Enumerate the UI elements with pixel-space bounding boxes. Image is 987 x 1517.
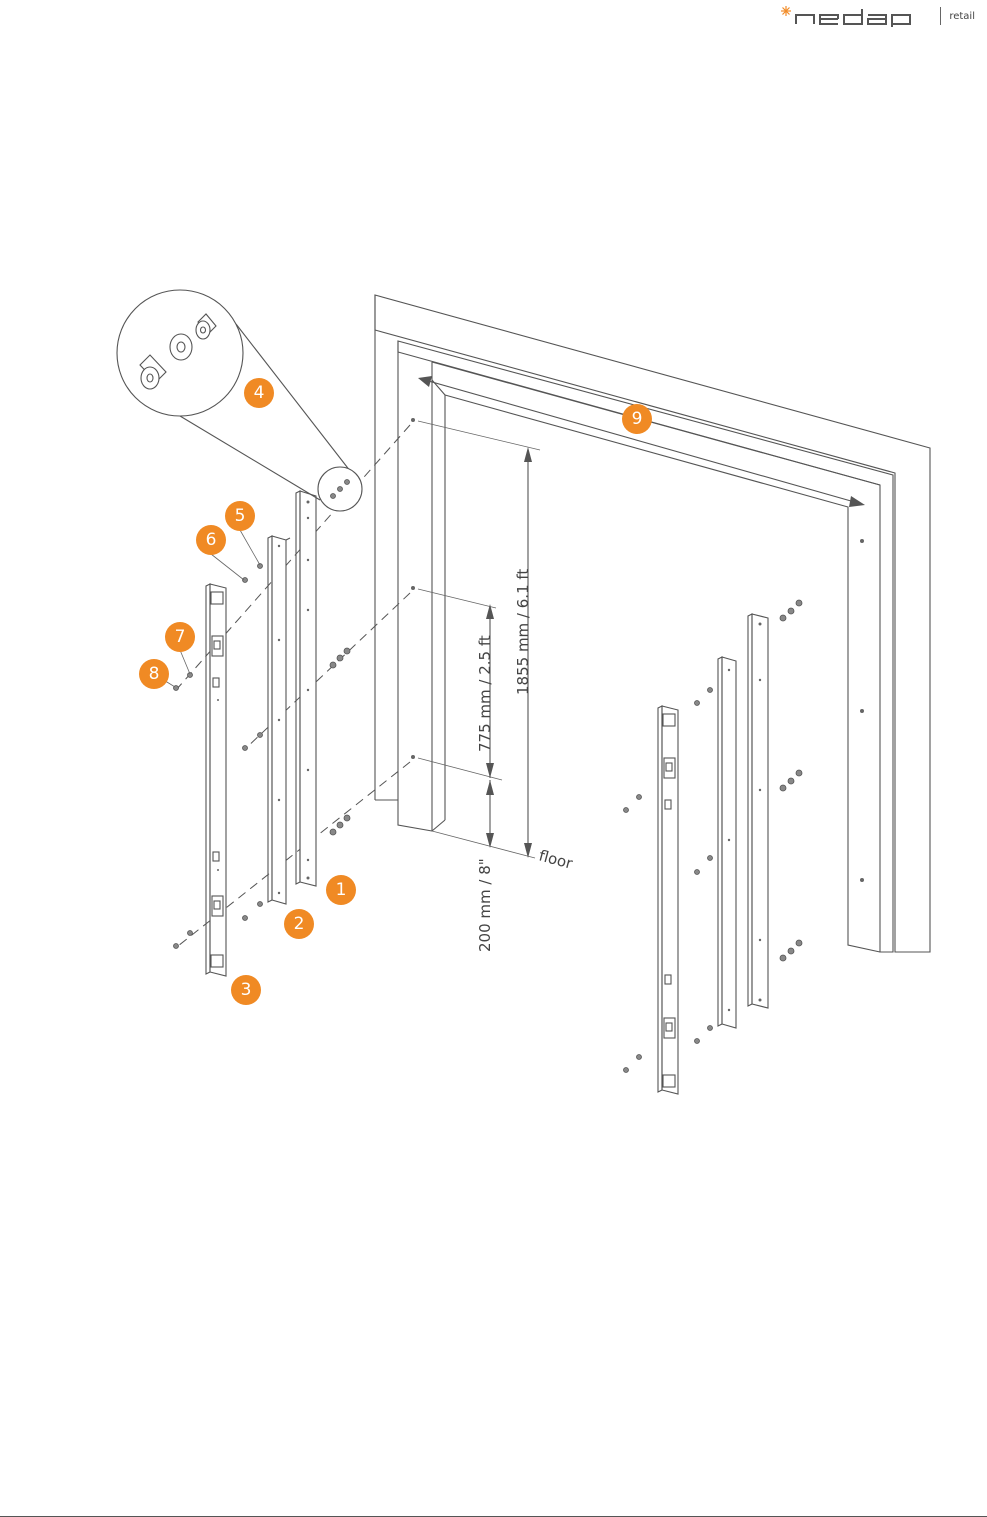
callout-7: 7 — [165, 622, 195, 652]
right-antenna-rail — [658, 706, 678, 1094]
callout-9: 9 — [622, 404, 652, 434]
callout-6: 6 — [196, 525, 226, 555]
right-middle-bracket — [718, 657, 736, 1028]
callout-7-label: 7 — [175, 627, 186, 647]
floor-label: floor — [537, 846, 575, 872]
callout-4: 4 — [244, 378, 274, 408]
right-hardware — [624, 600, 803, 1073]
left-assembly — [174, 479, 351, 976]
callout-2: 2 — [284, 909, 314, 939]
callout-2-label: 2 — [294, 914, 305, 934]
dimension-floor-offset: 200 mm / 8" — [476, 858, 494, 952]
right-assembly — [624, 600, 803, 1094]
callout-8-label: 8 — [149, 664, 160, 684]
detail-magnifier — [117, 290, 362, 511]
callout-6-label: 6 — [206, 530, 217, 550]
door-frame — [375, 295, 930, 952]
callout-5-label: 5 — [235, 506, 246, 526]
dimension-middle-height: 775 mm / 2.5 ft — [476, 635, 494, 752]
right-back-plate — [748, 614, 768, 1008]
callout-1: 1 — [326, 875, 356, 905]
callout-5: 5 — [225, 501, 255, 531]
callout-1-label: 1 — [336, 880, 347, 900]
callout-3-label: 3 — [241, 980, 252, 1000]
callout-4-label: 4 — [254, 383, 265, 403]
middle-bracket — [268, 536, 290, 904]
antenna-rail — [206, 584, 226, 976]
callout-9-label: 9 — [632, 409, 643, 429]
washer-icon — [170, 334, 192, 360]
callout-8: 8 — [139, 659, 169, 689]
dimension-total-height: 1855 mm / 6.1 ft — [514, 569, 532, 695]
callout-3: 3 — [231, 975, 261, 1005]
